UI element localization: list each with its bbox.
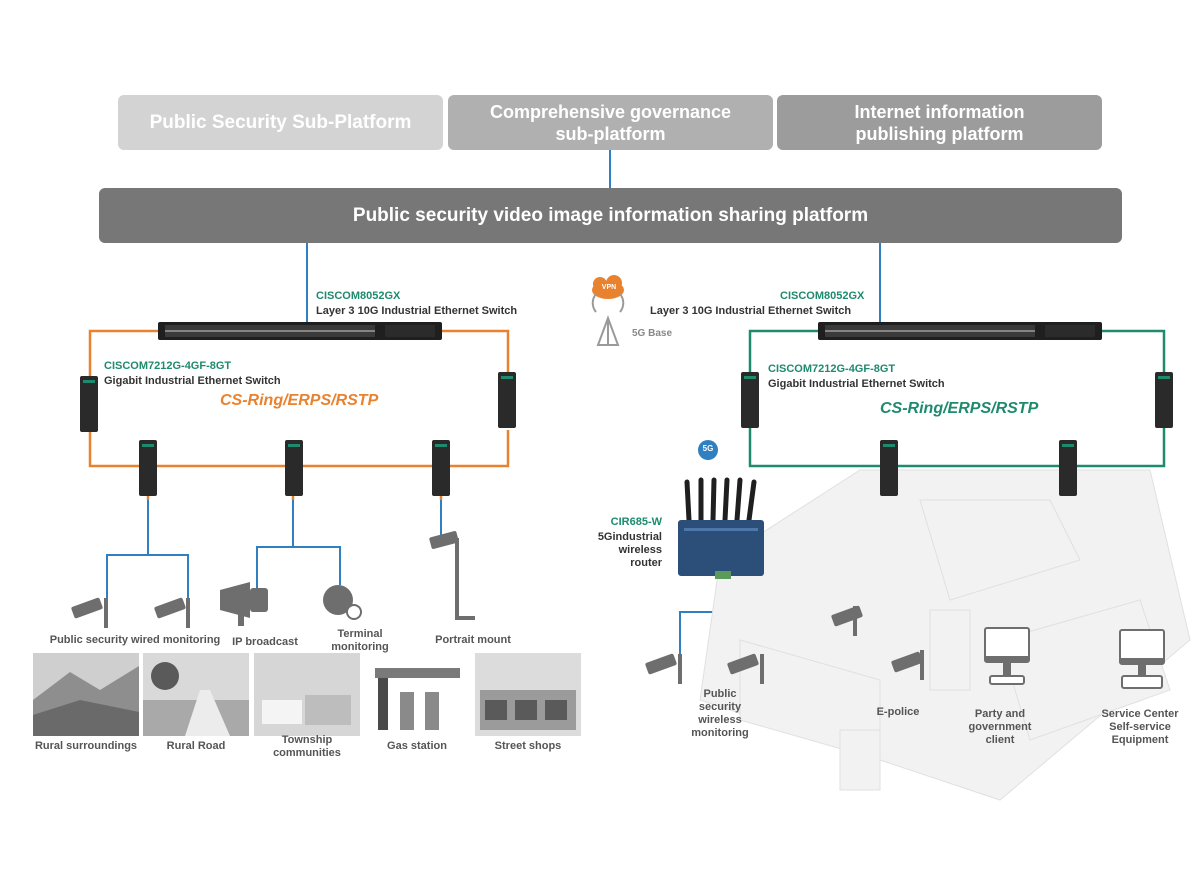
scene-rural-surroundings-caption: Rural surroundings [34,740,138,752]
left-core-switch-model: CISCOM8052GX [316,290,401,302]
wired-camera-icon-1 [71,597,108,628]
access-switch-leds [83,376,1170,447]
ip-broadcast-caption: IP broadcast [232,636,298,648]
scene-street-shops-image [475,653,581,736]
left-access-switch-model: CISCOM7212G-4GF-8GT [104,360,232,372]
left-core-switch-desc: Layer 3 10G Industrial Ethernet Switch [316,305,518,317]
e-police-caption: E-police [876,706,920,718]
building-illustration [699,469,1191,801]
left-ring-protocol-label: CS-Ring/ERPS/RSTP [220,392,379,409]
scene-street-shops-caption: Street shops [494,740,562,752]
service-center-caption: Service Center Self-service Equipment [1101,708,1179,746]
scene-rural-road-caption: Rural Road [166,740,226,752]
scene-rural-surroundings-image [33,653,139,736]
wired-camera-icon-2 [154,597,190,628]
5g-base-tower-icon [591,293,625,346]
wireless-camera-icon-2 [727,653,764,684]
left-access-switch-desc: Gigabit Industrial Ethernet Switch [104,375,281,387]
portrait-mount-pole-icon [429,531,475,620]
5g-badge-icon [698,440,718,460]
left-device-lines [106,500,442,610]
public-security-sub-platform: Public Security Sub-Platform [118,95,443,150]
right-core-switch [818,322,1102,340]
right-core-switch-desc: Layer 3 10G Industrial Ethernet Switch [650,305,852,317]
scene-township-communities-caption: Township communities [273,734,341,759]
5g-base-label: 5G Base [632,328,673,339]
scene-thumbnails [33,653,581,736]
party-client-caption: Party and government client [968,708,1032,746]
right-access-switch-model: CISCOM7212G-4GF-8GT [768,363,896,375]
right-access-switch-desc: Gigabit Industrial Ethernet Switch [768,378,945,390]
video-sharing-platform-label: Public security video image information … [352,204,869,226]
governance-sub-platform: Comprehensive governance sub-platform [448,95,773,150]
right-core-switch-model: CISCOM8052GX [780,290,865,302]
5g-router-icon [678,477,764,579]
left-access-switches [80,372,516,496]
party-client-terminal-icon [984,627,1030,685]
wireless-monitoring-caption: Public security wireless monitoring [691,688,749,739]
5g-badge-label: 5G [702,444,714,453]
public-security-sub-platform-label: Public Security Sub-Platform [149,111,412,133]
terminal-monitoring-icon [323,585,362,620]
vpn-cloud-icon [592,275,624,299]
right-access-switches [741,372,1173,496]
vpn-label: VPN [601,284,617,291]
scene-rural-road-image [143,653,249,736]
wired-monitoring-caption: Public security wired monitoring [49,634,221,646]
e-police-camera-icon-2 [891,650,924,680]
scene-gas-station-image [364,653,470,736]
ip-broadcast-speaker-icon [220,582,268,626]
video-sharing-platform: Public security video image information … [99,188,1122,243]
internet-publishing-platform: Internet information publishing platform [777,95,1102,150]
router-model: CIR685-W [610,516,662,528]
scene-gas-station-caption: Gas station [387,740,447,752]
internet-publishing-platform-label: Internet information publishing platform [854,101,1025,144]
portrait-mount-caption: Portrait mount [435,634,511,646]
wireless-camera-icon-1 [645,653,682,684]
governance-sub-platform-label: Comprehensive governance sub-platform [489,101,732,144]
service-center-kiosk-icon [1119,629,1165,689]
right-ring-protocol-label: CS-Ring/ERPS/RSTP [880,400,1039,417]
terminal-monitoring-caption: Terminal monitoring [331,628,389,653]
scene-township-communities-image [254,653,360,736]
left-core-switch [158,322,442,340]
router-desc: 5Gindustrial wireless router [597,531,662,569]
e-police-camera-icon-1 [831,605,863,636]
